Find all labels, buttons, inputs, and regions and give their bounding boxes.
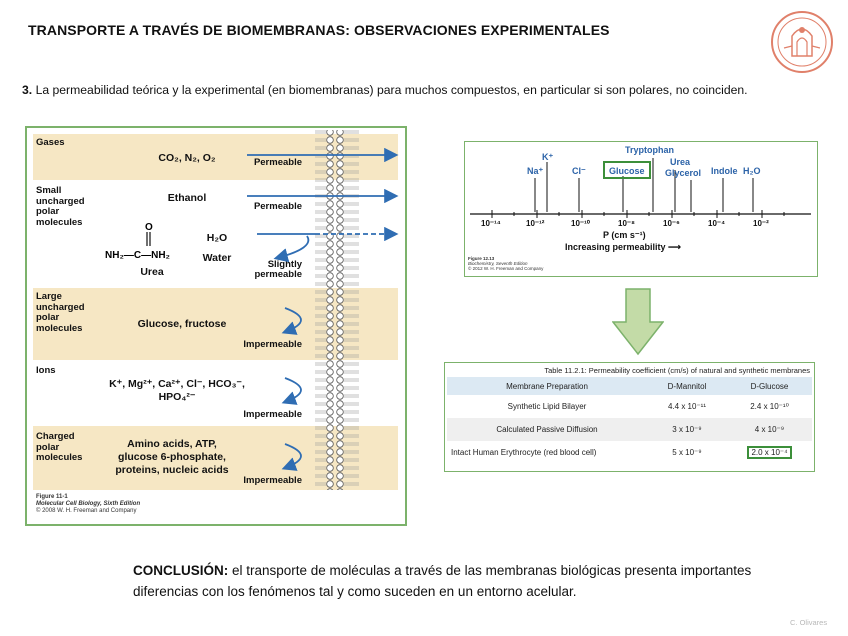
down-arrow-icon <box>612 288 664 356</box>
figure-credit: © 2012 W. H. Freeman and Company <box>468 266 544 271</box>
water-formula: H₂O <box>206 232 228 244</box>
tick-label: 10⁻¹⁰ <box>571 219 590 228</box>
tick-label: 10⁻² <box>753 219 769 228</box>
conclusion-lead: CONCLUSIÓN: <box>133 563 229 578</box>
column-header: Membrane Preparation <box>447 377 647 395</box>
highlighted-value: 2.0 x 10⁻⁴ <box>747 446 792 459</box>
result-label: Impermeable <box>243 339 302 350</box>
column-header: D-Glucose <box>727 377 812 395</box>
molecule-list: Amino acids, ATP, glucose 6-phosphate, p… <box>115 438 229 476</box>
permeability-scale-figure: K⁺ Na⁺ Cl⁻ Glucose Tryptophan Urea Glyce… <box>464 141 818 277</box>
figure-credit: Biochemistry, Seventh Edition <box>468 261 528 266</box>
molecule-k: K⁺ <box>542 152 554 162</box>
category-label: Gases <box>36 137 65 148</box>
figure-credit: Figure 11-1 <box>36 494 68 500</box>
tick-label: 10⁻⁶ <box>663 219 680 228</box>
tick-label: 10⁻¹⁴ <box>481 219 501 228</box>
urea-label: Urea <box>140 266 164 278</box>
conclusion-paragraph: CONCLUSIÓN: el transporte de moléculas a… <box>133 560 773 602</box>
molecule-cl: Cl⁻ <box>572 166 586 176</box>
axis-label: P (cm s⁻¹) <box>603 230 646 240</box>
conclusion-text: el transporte de moléculas a través de l… <box>133 563 752 599</box>
membrane-arrows-diagram <box>247 130 399 490</box>
molecule-glycerol: Glycerol <box>665 168 702 178</box>
urea-structure-diagram: O NH₂—C—NH₂ <box>105 222 170 261</box>
permeability-figure: Gases Small uncharged polar molecules La… <box>25 126 407 526</box>
table-row: Calculated Passive Diffusion 3 x 10⁻⁹ 4 … <box>447 418 812 441</box>
column-header: D-Mannitol <box>647 377 727 395</box>
table-cell: 4.4 x 10⁻¹¹ <box>667 402 706 411</box>
result-label: Impermeable <box>243 409 302 420</box>
table-cell: 4 x 10⁻⁹ <box>727 418 812 441</box>
table-header-row: Membrane Preparation D-Mannitol D-Glucos… <box>447 377 812 395</box>
university-seal-logo <box>771 11 833 73</box>
figure-credit: © 2008 W. H. Freeman and Company <box>36 508 137 514</box>
svg-text:O: O <box>145 222 153 233</box>
axis-subtitle: Increasing permeability ⟶ <box>565 242 681 252</box>
result-label: Slightly permeable <box>254 259 302 280</box>
table-cell: 2.4 x 10⁻¹⁰ <box>750 402 789 411</box>
figure-credit: Molecular Cell Biology, Sixth Edition <box>36 501 141 507</box>
svg-text:NH₂—C—NH₂: NH₂—C—NH₂ <box>105 250 170 261</box>
molecule-tryptophan: Tryptophan <box>625 145 674 155</box>
molecule-list: CO₂, N₂, O₂ <box>158 152 216 164</box>
molecule-water: H₂O <box>743 166 761 176</box>
molecule-glucose: Glucose <box>609 166 645 176</box>
result-label: Permeable <box>253 157 302 168</box>
result-label: Impermeable <box>243 475 302 486</box>
table-row: Intact Human Erythrocyte (red blood cell… <box>447 441 812 464</box>
table-cell: Intact Human Erythrocyte (red blood cell… <box>451 448 597 457</box>
molecule-urea: Urea <box>670 157 691 167</box>
molecule-na: Na⁺ <box>527 166 544 176</box>
molecule-list: K⁺, Mg²⁺, Ca²⁺, Cl⁻, HCO₃⁻, HPO₄²⁻ <box>109 378 245 403</box>
table-row: Synthetic Lipid Bilayer 4.4 x 10⁻¹¹ 2.4 … <box>447 395 812 418</box>
table-cell: Calculated Passive Diffusion <box>447 418 647 441</box>
permeability-table: Table 11.2.1: Permeability coefficient (… <box>444 362 815 472</box>
tick-label: 10⁻⁸ <box>618 219 635 228</box>
statement-point: 3. La permeabilidad teórica y la experim… <box>22 83 748 97</box>
scale-axis-diagram <box>470 158 811 218</box>
table-cell: Synthetic Lipid Bilayer <box>507 402 587 411</box>
figure-credit: Figure 12.13 <box>468 256 495 261</box>
category-label: Charged polar molecules <box>36 431 83 463</box>
category-label: Ions <box>36 365 56 376</box>
table-cell: 5 x 10⁻⁹ <box>672 448 702 457</box>
data-table: Membrane Preparation D-Mannitol D-Glucos… <box>447 377 812 464</box>
category-label: Small uncharged polar molecules <box>36 185 85 228</box>
molecule-list: Ethanol <box>167 192 207 204</box>
tick-label: 10⁻¹² <box>526 219 545 228</box>
table-cell: 3 x 10⁻⁹ <box>647 418 727 441</box>
point-text: La permeabilidad teórica y la experiment… <box>35 83 748 97</box>
molecule-list: Glucose, fructose <box>137 318 227 330</box>
table-caption: Table 11.2.1: Permeability coefficient (… <box>544 366 810 375</box>
tick-label: 10⁻⁴ <box>708 219 726 228</box>
table-cell: 2.0 x 10⁻⁴ <box>727 441 812 464</box>
point-number: 3. <box>22 83 33 97</box>
molecule-indole: Indole <box>711 166 738 176</box>
category-label: Large uncharged polar molecules <box>36 291 85 334</box>
water-label: Water <box>202 252 232 264</box>
page-title: TRANSPORTE A TRAVÉS DE BIOMEMBRANAS: OBS… <box>28 22 610 38</box>
result-label: Permeable <box>253 201 302 212</box>
author-credit: C. Olivares <box>790 618 828 627</box>
